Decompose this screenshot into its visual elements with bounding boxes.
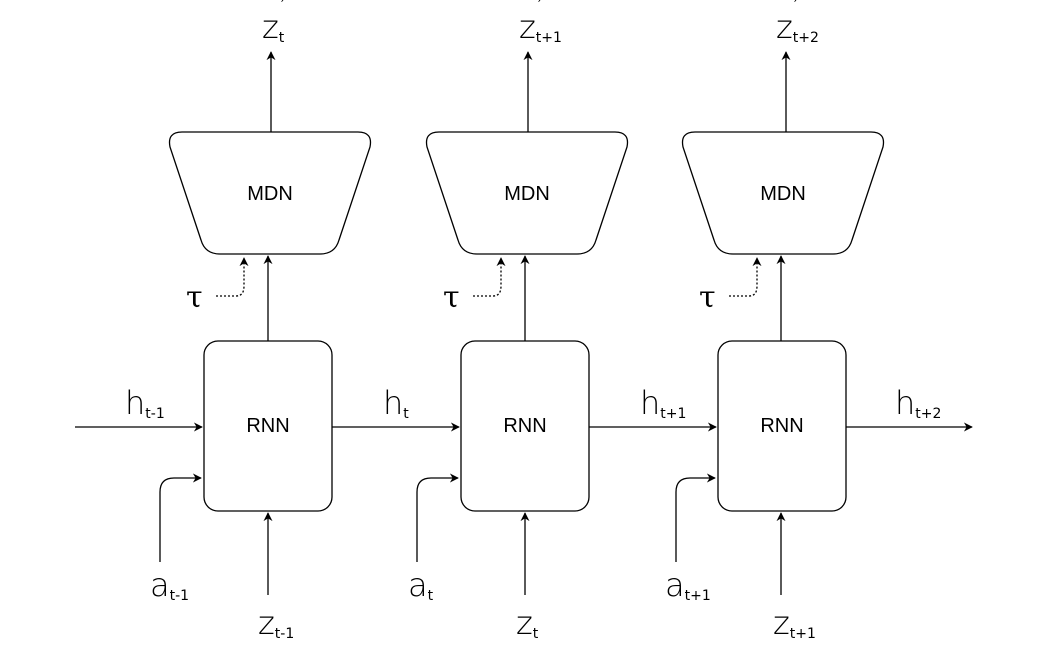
prime-1: ′: [281, 0, 284, 14]
output-z-3: zt+2: [776, 8, 819, 46]
action-a-3: at+1: [665, 566, 711, 604]
prime-2: ′: [538, 0, 541, 14]
output-z-2: zt+1: [519, 8, 562, 46]
mdn-node-3: [681, 131, 885, 255]
arrow-tau3: [729, 257, 762, 297]
mdn-label-2: MDN: [504, 183, 550, 205]
arrow-tau2: [473, 257, 506, 297]
mdn-label-3: MDN: [760, 183, 806, 205]
mdn-node-1: [168, 131, 372, 255]
mdn-node-2: [425, 131, 629, 255]
rnn-label-2: RNN: [503, 415, 546, 437]
arrow-a3: [675, 473, 716, 562]
action-a-2: at: [408, 566, 434, 604]
rnn-label-1: RNN: [246, 415, 289, 437]
arrow-a2: [416, 473, 459, 562]
hidden-h-1: ht-1: [125, 384, 165, 422]
hidden-h-2: ht: [383, 384, 409, 422]
column-2: MDN RNN zt+1 ′ τ ht at zt: [332, 0, 629, 642]
rnn-node-3: [717, 340, 847, 512]
column-3: MDN RNN zt+2 ′ τ ht+1 ht+2 at+1 zt+1: [589, 0, 973, 642]
mdn-label-1: MDN: [247, 183, 293, 205]
column-1: MDN RNN zt ′ τ ht-1 at-1 zt-1: [75, 0, 372, 642]
rnn-label-3: RNN: [760, 415, 803, 437]
input-z-1: zt-1: [258, 604, 294, 642]
arrow-a1: [159, 473, 202, 562]
hidden-h-3: ht+1: [640, 384, 686, 422]
arrow-tau1: [216, 257, 249, 297]
tau-3: τ: [699, 280, 716, 315]
input-z-3: zt+1: [773, 604, 816, 642]
input-z-2: zt: [516, 604, 539, 642]
tau-2: τ: [443, 280, 460, 315]
action-a-1: at-1: [150, 566, 189, 604]
hidden-h-4: ht+2: [895, 384, 941, 422]
output-z-1: zt: [262, 8, 285, 46]
tau-1: τ: [186, 280, 203, 315]
prime-3: ′: [794, 0, 797, 14]
